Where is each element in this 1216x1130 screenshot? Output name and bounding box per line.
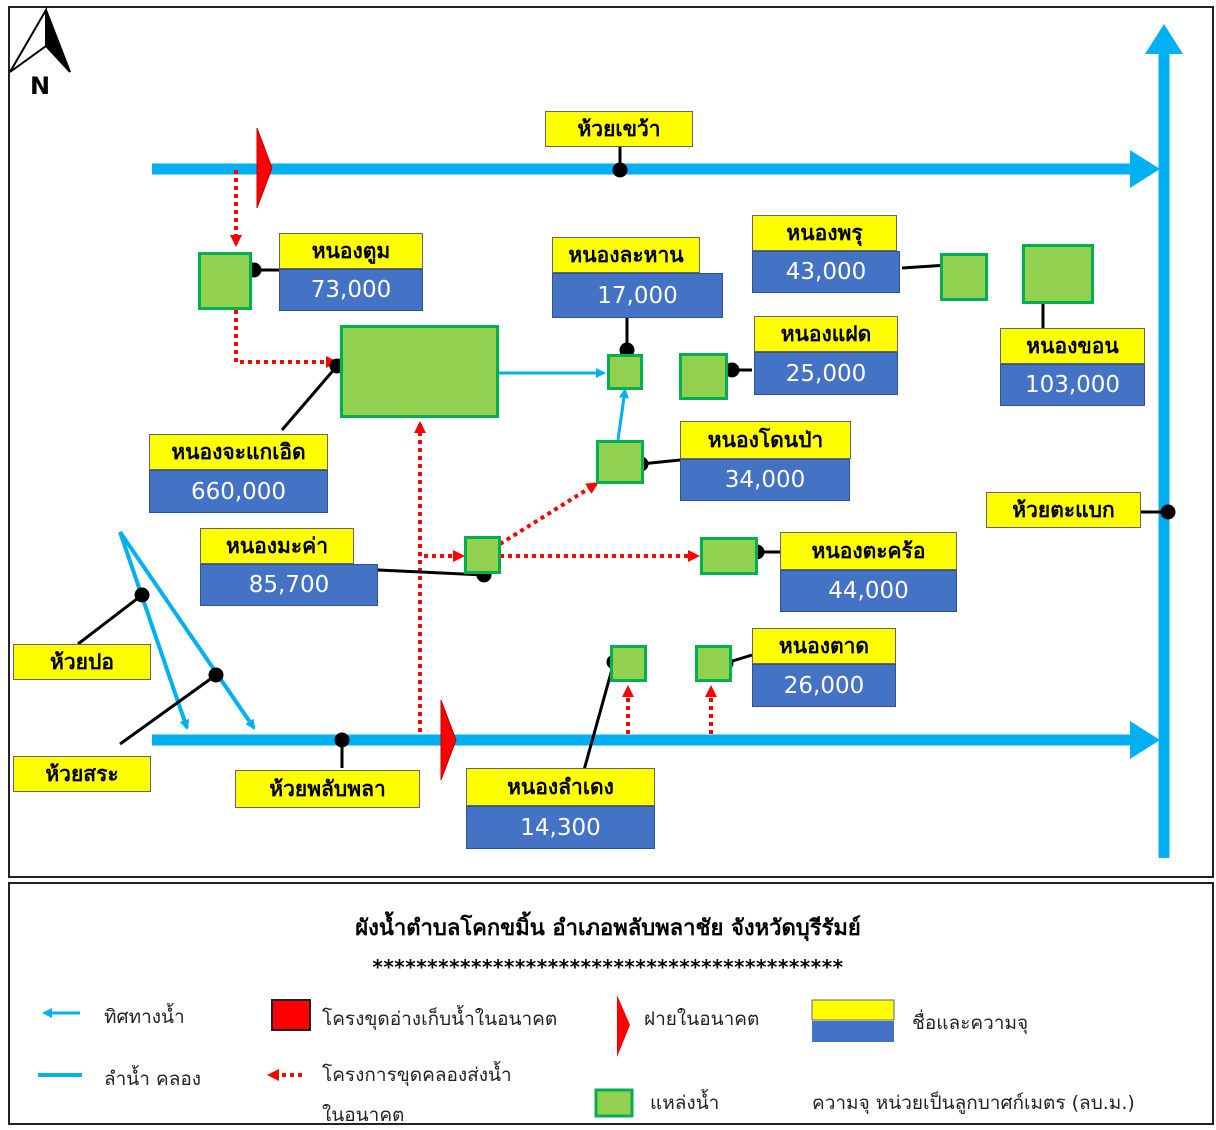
label-pond-name: หนองลำเดง [466,768,655,806]
legend-frame [8,882,1214,1125]
label-pond-name: หนองตะคร้อ [780,532,957,570]
label-pond-capacity: 17,000 [552,273,723,318]
legend-label-blue-icon [812,1021,894,1042]
label-pond-capacity: 43,000 [752,251,900,293]
future-weir-icon [256,127,273,209]
label-pond-capacity: 660,000 [149,470,328,513]
label-pond-name: หนองแฝด [754,316,898,352]
label-pond-capacity: 25,000 [754,352,898,395]
label-pond-capacity: 73,000 [279,269,423,311]
label-pond-capacity: 85,700 [200,564,378,606]
leader-line [377,568,485,577]
legend-label-yellow-icon [811,999,895,1021]
pond-nong-lamdeng [610,645,647,682]
pond-nong-makha [464,536,501,574]
label-pond-name: หนองโดนป่า [680,421,851,459]
future-canal [498,482,599,546]
legend-stars: ****************************************… [372,955,844,979]
stream-huai-tabaek [1145,24,1183,858]
pond-nong-phaet [679,353,728,400]
pond-nong-tum [198,252,252,310]
future-weir-icon [440,699,457,781]
label-pond-capacity: 26,000 [752,664,896,707]
label-pond-name: หนองตาด [752,628,896,664]
legend-future-reservoir: โครงขุดอ่างเก็บน้ำในอนาคต [322,1008,558,1030]
flow-arrow [616,388,629,441]
label-huai-tabaek: ห้วยตะแบก [986,492,1141,528]
pond-nong-lahan [607,354,643,390]
pond-nong-takhro [700,537,758,575]
pond-nong-don-pa [596,440,644,484]
legend-title: ผังน้ำตำบลโคกขมิ้น อำเภอพลับพลาชัย จังหว… [355,916,861,941]
north-arrow-icon [9,6,71,73]
label-pond-name: หนองพรุ [752,215,897,251]
label-pond-name: หนองละหาน [552,237,700,273]
leader-line [582,661,616,771]
legend-flow-direction: ทิศทางน้ำ [104,1006,185,1028]
label-huai-khwao: ห้วยเขว้า [545,111,693,147]
label-pond-capacity: 14,300 [466,806,655,849]
legend-reservoir-icon [271,999,311,1031]
leader-line [119,673,217,746]
label-huai-sra: ห้วยสระ [13,756,151,792]
label-huai-phlapphla: ห้วยพลับพลา [235,770,420,808]
stream-huai-po [118,531,190,730]
label-pond-name: หนองขอน [1000,328,1145,364]
legend-pond-icon [594,1088,634,1118]
north-label: N [30,72,51,100]
pond-nong-tat [695,645,732,682]
pond-nong-chakae-oet [340,325,499,418]
legend-stream: ลำน้ำ คลอง [104,1068,202,1090]
label-pond-name: หนองตูม [279,233,423,269]
legend-name-capacity: ชื่อและความจุ [912,1012,1029,1034]
label-pond-capacity: 34,000 [680,459,850,501]
legend-water-source: แหล่งน้ำ [650,1092,720,1114]
label-pond-capacity: 44,000 [780,570,957,612]
label-huai-po: ห้วยปอ [13,644,151,680]
legend-unit-note: ความจุ หน่วยเป็นลูกบาศก์เมตร (ลบ.ม.) [812,1092,1135,1114]
stream-huai-sra [118,530,256,730]
leader-line [280,365,339,431]
label-pond-capacity: 103,000 [1000,364,1145,406]
stream-huai-phlapphla [152,721,1160,759]
stream-huai-khwao [152,150,1160,188]
future-canal [234,310,338,368]
label-pond-name: หนองจะแกเอิด [149,434,328,470]
legend-future-canal-line2: ในอนาคต [322,1104,405,1126]
label-pond-name: หนองมะค่า [200,528,354,564]
legend-weir-icon [617,995,630,1057]
pond-nong-khon [1022,244,1094,304]
legend-future-weir: ฝายในอนาคต [644,1008,760,1030]
leader-line [77,593,143,646]
legend-future-canal: โครงการขุดคลองส่งน้ำ [322,1064,512,1086]
pond-nong-phru [940,253,988,301]
